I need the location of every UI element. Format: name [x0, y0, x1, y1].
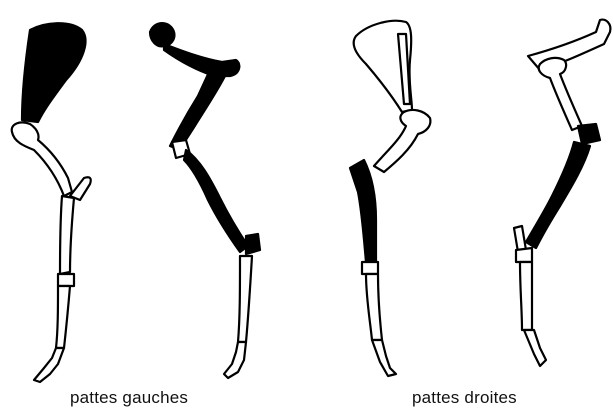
metacarpus — [238, 256, 252, 342]
left-forelimb-2 — [150, 23, 260, 378]
carpus-black — [246, 234, 260, 254]
phalanges — [524, 330, 546, 366]
left-forelimb-1 — [12, 23, 91, 382]
right-forelimb-4 — [514, 20, 610, 366]
metacarpus — [366, 274, 382, 340]
phalanges — [224, 342, 246, 378]
radius-black — [350, 160, 376, 262]
scapula-spine-black — [164, 44, 239, 76]
elbow-black — [578, 124, 600, 144]
olecranon — [70, 177, 91, 200]
right-forelimb-3 — [350, 21, 430, 376]
scapula-head-black — [150, 23, 174, 46]
humerus-black — [170, 70, 226, 150]
radius-ulna — [60, 196, 74, 274]
radius-black — [526, 142, 590, 248]
carpus — [362, 262, 378, 274]
caption-left-limbs: pattes gauches — [70, 388, 188, 408]
humerus — [374, 110, 430, 172]
caption-right-limbs: pattes droites — [412, 388, 517, 408]
scapula-black — [22, 23, 85, 122]
metacarpus — [56, 286, 70, 348]
phalanges — [34, 348, 64, 382]
carpus — [58, 274, 74, 286]
radius-black — [184, 150, 248, 252]
humerus — [539, 58, 582, 130]
humerus — [12, 122, 72, 196]
metacarpus — [520, 262, 532, 330]
phalanges — [372, 340, 396, 376]
carpus — [516, 248, 532, 262]
